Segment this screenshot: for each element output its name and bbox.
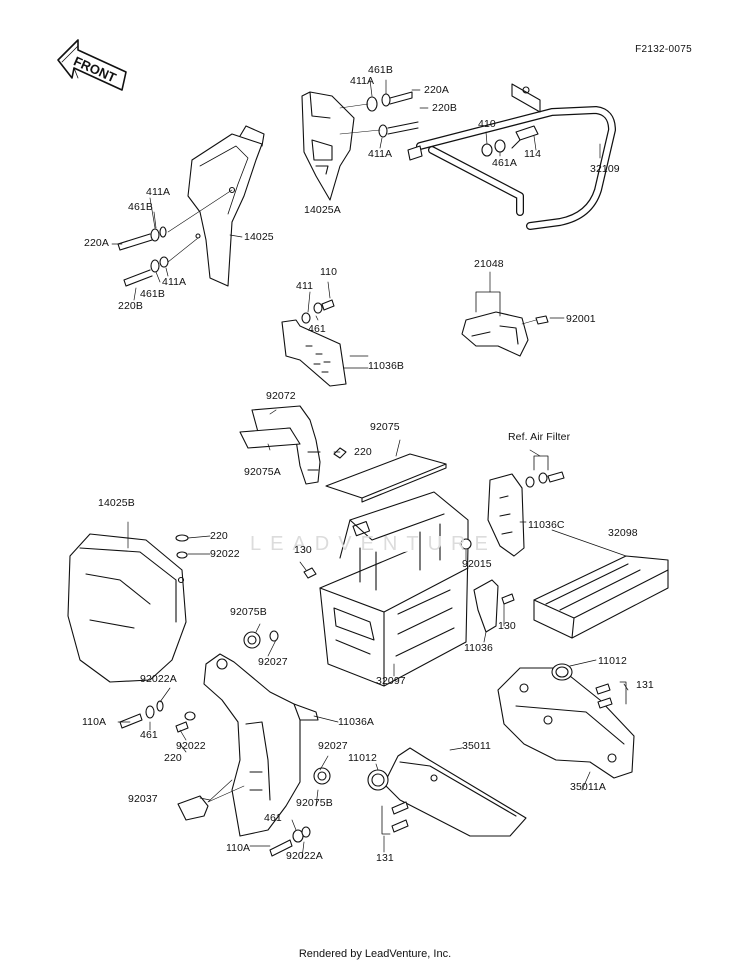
hardware-14025A	[339, 91, 419, 138]
label-130: 130	[294, 544, 312, 556]
label-92022A: 92022A	[286, 850, 323, 862]
label-461B: 461B	[140, 288, 165, 300]
label-92015: 92015	[462, 558, 492, 570]
label-131: 131	[636, 679, 654, 691]
label-131: 131	[376, 852, 394, 864]
label-92022: 92022	[176, 740, 206, 752]
part-14025A-guard	[301, 91, 355, 201]
part-92037-clip	[177, 779, 245, 821]
part-11036A-bracket	[203, 653, 319, 837]
label-110: 110	[320, 266, 338, 278]
label-410: 410	[478, 118, 496, 130]
label-220B: 220B	[118, 300, 143, 312]
part-32097-battery-box	[319, 491, 469, 687]
label-461B: 461B	[128, 201, 153, 213]
label-114: 114	[524, 148, 542, 160]
label-92037: 92037	[128, 793, 158, 805]
label-32097: 32097	[376, 675, 406, 687]
part-11036B-bracket	[281, 299, 347, 387]
part-92072-bracket	[239, 405, 347, 485]
label-14025: 14025	[244, 231, 274, 243]
label-32109: 32109	[590, 163, 620, 175]
label-11036C: 11036C	[528, 519, 565, 531]
label-130: 130	[498, 620, 516, 632]
label-220: 220	[354, 446, 372, 458]
label-92075: 92075	[370, 421, 400, 433]
label-92022: 92022	[210, 548, 240, 560]
label-461: 461	[308, 323, 326, 335]
label-ref-air-filter: Ref. Air Filter	[508, 431, 571, 443]
label-411: 411	[296, 280, 314, 292]
hardware-14025	[117, 189, 233, 287]
label-411A: 411A	[350, 75, 375, 87]
label-461: 461	[264, 812, 282, 824]
label-92075A: 92075A	[244, 466, 281, 478]
part-14025-guard	[187, 125, 265, 287]
label-92075B: 92075B	[296, 797, 333, 809]
label-92027: 92027	[258, 656, 288, 668]
label-220B: 220B	[432, 102, 457, 114]
label-11012: 11012	[598, 655, 627, 667]
hardware-110A	[119, 700, 311, 857]
label-11012: 11012	[348, 752, 377, 764]
label-461B: 461B	[368, 64, 393, 76]
label-411A: 411A	[162, 276, 187, 288]
label-110A: 110A	[226, 842, 251, 854]
part-35011-bracket	[367, 747, 527, 837]
label-92075B: 92075B	[230, 606, 267, 618]
part-21048-bracket	[461, 291, 549, 357]
part-11036C-bracket	[487, 455, 565, 557]
label-461A: 461A	[492, 157, 517, 169]
label-32098: 32098	[608, 527, 638, 539]
label-21048: 21048	[474, 258, 504, 270]
label-14025A: 14025A	[304, 204, 341, 216]
label-220A: 220A	[84, 237, 109, 249]
label-11036: 11036	[464, 642, 493, 654]
label-35011: 35011	[462, 740, 491, 752]
label-11036A: 11036A	[338, 716, 375, 728]
watermark: LEADVENTURE	[250, 533, 497, 555]
label-14025B: 14025B	[98, 497, 135, 509]
label-220: 220	[164, 752, 182, 764]
label-110A: 110A	[82, 716, 107, 728]
label-92072: 92072	[266, 390, 296, 402]
diagram-code: F2132-0075	[635, 44, 692, 55]
label-92027: 92027	[318, 740, 348, 752]
front-arrow-icon: FRONT	[57, 39, 127, 91]
label-11036B: 11036B	[368, 360, 405, 372]
label-220A: 220A	[424, 84, 449, 96]
part-32098-air-filter	[533, 555, 669, 639]
part-32109-bar	[407, 83, 616, 230]
label-92001: 92001	[566, 313, 596, 325]
part-14025B-cover	[67, 533, 189, 683]
label-411A: 411A	[146, 186, 171, 198]
label-92022A: 92022A	[140, 673, 177, 685]
label-35011A: 35011A	[570, 781, 607, 793]
label-411A: 411A	[368, 148, 393, 160]
label-220: 220	[210, 530, 228, 542]
label-461: 461	[140, 729, 158, 741]
footer-credit: Rendered by LeadVenture, Inc.	[298, 948, 452, 960]
part-11036-bracket	[303, 538, 515, 633]
part-92075-pad	[325, 453, 447, 503]
grommets-92075B	[243, 630, 331, 785]
hardware-32109	[481, 125, 539, 157]
leader-lines	[111, 79, 629, 859]
part-35011A-bracket	[497, 663, 635, 779]
